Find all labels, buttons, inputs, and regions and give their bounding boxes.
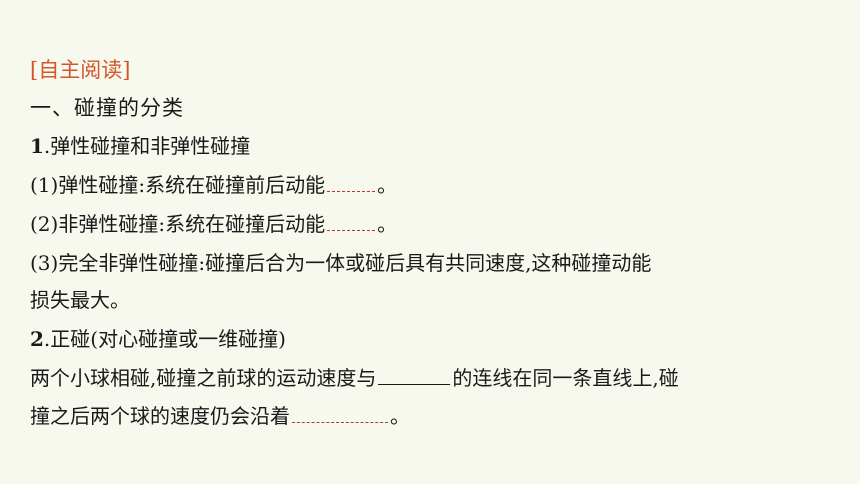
item-punct: 。 <box>377 212 398 236</box>
subsection-title: .弹性碰撞和非弹性碰撞 <box>43 134 251 158</box>
fill-blank[interactable] <box>327 173 376 192</box>
paragraph-line-1: 两个小球相碰,碰撞之前球的运动速度与 的连线在同一条直线上,碰 <box>30 364 679 392</box>
fill-blank[interactable] <box>327 212 376 231</box>
section-heading: 一、碰撞的分类 <box>30 96 184 120</box>
paragraph-text: 两个小球相碰,碰撞之前球的运动速度与 <box>30 366 377 390</box>
paragraph-text: 撞之后两个球的速度仍会沿着 <box>30 404 290 428</box>
item-3-line-1: (3)完全非弹性碰撞:碰撞后合为一体或碰后具有共同速度,这种碰撞动能 <box>30 251 652 275</box>
item-text: (2)非弹性碰撞:系统在碰撞后动能 <box>30 212 326 236</box>
subsection-heading-1: 1.弹性碰撞和非弹性碰撞 <box>30 132 250 160</box>
fill-blank[interactable] <box>292 404 388 423</box>
subsection-heading-2: 2.正碰(对心碰撞或一维碰撞) <box>30 325 286 353</box>
item-punct: 。 <box>377 173 398 197</box>
item-3-line-2: 损失最大。 <box>30 288 130 312</box>
item-text: (1)弹性碰撞:系统在碰撞前后动能 <box>30 173 326 197</box>
subsection-title: .正碰(对心碰撞或一维碰撞) <box>43 327 286 351</box>
paragraph-line-2: 撞之后两个球的速度仍会沿着 。 <box>30 402 410 430</box>
section-tag: [自主阅读] <box>30 58 131 82</box>
subsection-number: 1 <box>30 134 44 158</box>
fill-blank[interactable] <box>378 366 451 385</box>
subsection-number: 2 <box>30 327 44 351</box>
paragraph-text: 的连线在同一条直线上,碰 <box>452 366 679 390</box>
item-2: (2)非弹性碰撞:系统在碰撞后动能 。 <box>30 210 397 238</box>
item-1: (1)弹性碰撞:系统在碰撞前后动能 。 <box>30 171 397 199</box>
paragraph-punct: 。 <box>390 404 410 428</box>
